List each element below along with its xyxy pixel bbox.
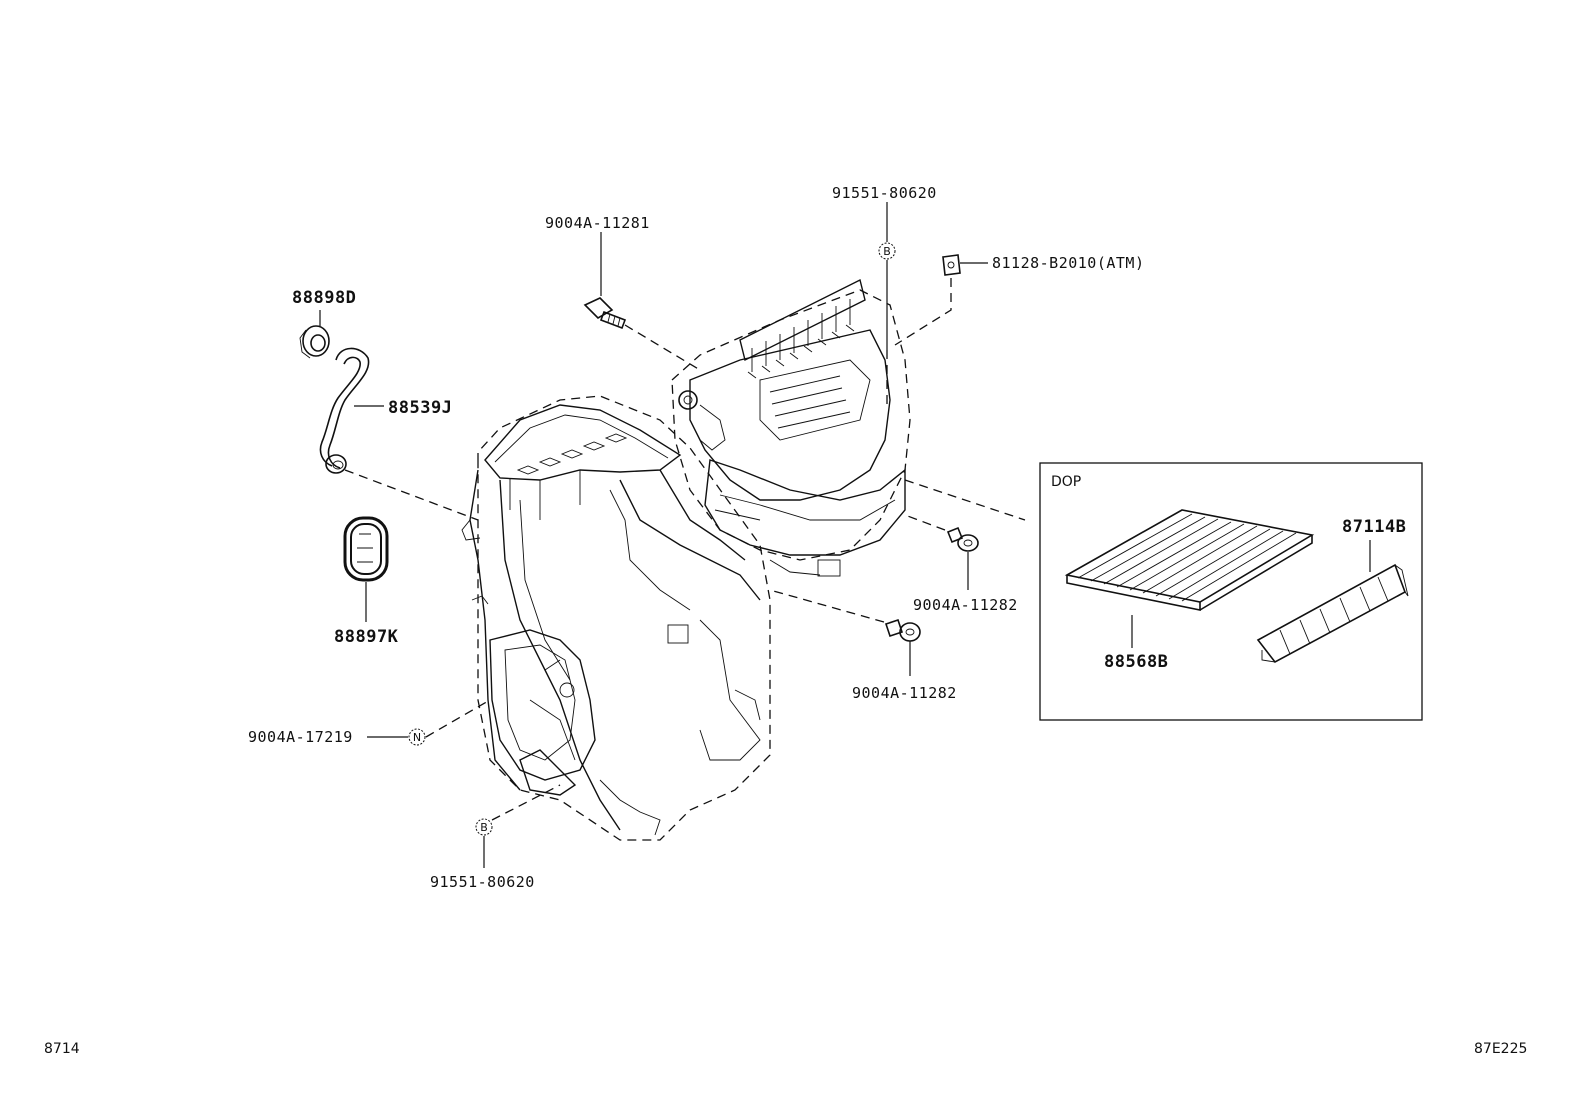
frame-87114B [1256,563,1409,664]
label-9004A-11281: 9004A-11281 [545,214,650,232]
symbol-b-top: B [878,242,896,260]
part-labels: 88898D 88539J 88897K 9004A-17219 91551-8… [248,184,1406,891]
label-9004A-11282-upper: 9004A-11282 [913,596,1018,614]
footer-right-code: 87E225 [1474,1041,1527,1057]
screw-9004A-11281 [583,297,627,330]
label-88898D: 88898D [292,288,356,308]
clip-81128-B2010 [942,254,961,276]
footer-left-code: 8714 [44,1041,80,1057]
label-88568B: 88568B [1104,652,1168,672]
symbol-n-left-text: N [413,731,421,744]
leader-lines [319,202,1026,868]
label-9004A-11282-lower: 9004A-11282 [852,684,957,702]
grommet-88898D [299,325,330,359]
dop-title: DOP [1051,474,1081,490]
seal-88897K [343,516,389,582]
drain-hose-88539J [319,347,370,474]
heater-case-drawing [461,395,771,841]
symbol-b-bottom: B [475,818,493,836]
symbol-n-left: N [408,728,426,746]
label-81128-B2010: 81128-B2010(ATM) [992,254,1145,272]
screw-9004A-11282-lower [884,618,921,642]
label-88539J: 88539J [388,398,452,418]
symbol-b-top-text: B [883,245,891,258]
blower-unit-drawing [671,278,911,577]
filter-88568B [1064,509,1315,611]
symbol-b-bottom-text: B [480,821,488,834]
dop-box: DOP [1039,462,1423,721]
screw-9004A-11282-upper [946,526,979,552]
label-91551-80620-top: 91551-80620 [832,184,937,202]
label-91551-80620-bottom: 91551-80620 [430,873,535,891]
label-87114B: 87114B [1342,517,1406,537]
label-88897K: 88897K [334,627,399,647]
label-9004A-17219: 9004A-17219 [248,728,353,746]
